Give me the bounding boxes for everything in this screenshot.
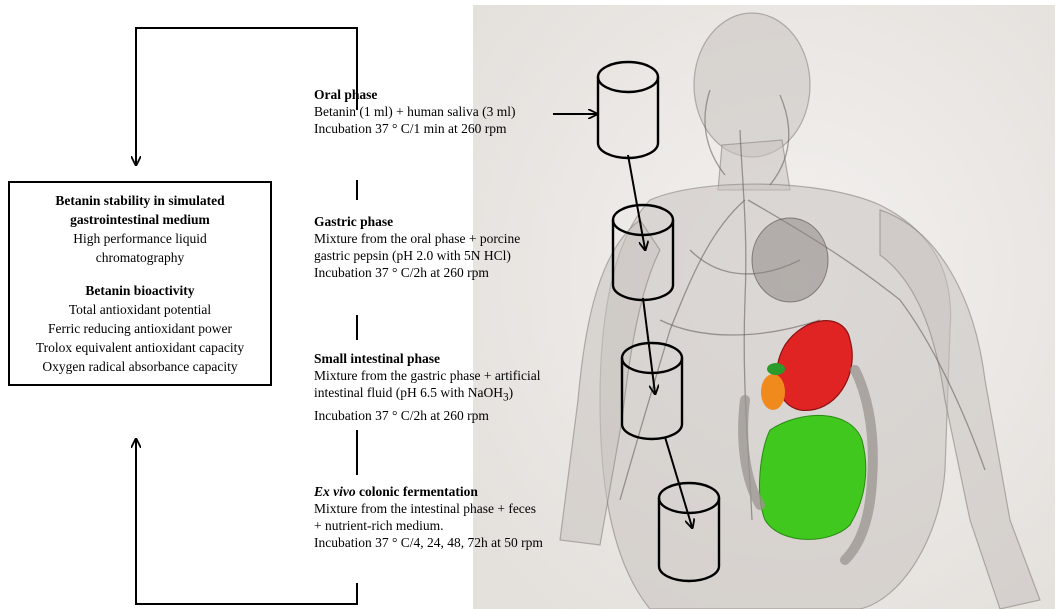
small-intestinal-phase-title: Small intestinal phase [314, 350, 541, 367]
small-intestine [760, 415, 866, 539]
heart [752, 218, 828, 302]
oral-phase-text: Oral phase Betanin (1 ml) + human saliva… [314, 86, 515, 137]
stability-method-line2: chromatography [10, 248, 270, 267]
line2-suffix: ) [509, 385, 514, 400]
small-intestinal-phase-line3: Incubation 37 ° C/2h at 260 rpm [314, 407, 541, 424]
colonic-phase-text: Ex vivo colonic fermentation Mixture fro… [314, 483, 543, 551]
colonic-phase-title: Ex vivo colonic fermentation [314, 483, 543, 500]
assay-item: Oxygen radical absorbance capacity [10, 357, 270, 376]
head [694, 13, 810, 157]
colonic-phase-line2: + nutrient-rich medium. [314, 517, 543, 534]
spacer [10, 267, 270, 281]
small-intestinal-phase-line1: Mixture from the gastric phase + artific… [314, 367, 541, 384]
assay-item: Ferric reducing antioxidant power [10, 319, 270, 338]
neck [718, 140, 790, 190]
colonic-phase-line1: Mixture from the intestinal phase + fece… [314, 500, 543, 517]
assay-item: Trolox equivalent antioxidant capacity [10, 338, 270, 357]
small-intestinal-phase-line2: intestinal fluid (pH 6.5 with NaOH3) [314, 384, 541, 407]
gastric-phase-line2: gastric pepsin (pH 2.0 with 5N HCl) [314, 247, 520, 264]
colonic-title-italic: Ex vivo [314, 484, 356, 499]
oral-phase-line2: Incubation 37 ° C/1 min at 260 rpm [314, 120, 515, 137]
summary-box: Betanin stability in simulated gastroint… [8, 181, 272, 386]
line2-prefix: intestinal fluid (pH 6.5 with NaOH [314, 385, 503, 400]
stability-heading-line1: Betanin stability in simulated [10, 191, 270, 210]
organ-orange [761, 374, 785, 410]
gastric-phase-text: Gastric phase Mixture from the oral phas… [314, 213, 520, 281]
oral-phase-title: Oral phase [314, 86, 515, 103]
colonic-title-rest: colonic fermentation [356, 484, 478, 499]
gastric-phase-line3: Incubation 37 ° C/2h at 260 rpm [314, 264, 520, 281]
small-intestinal-phase-text: Small intestinal phase Mixture from the … [314, 350, 541, 424]
bioactivity-heading: Betanin bioactivity [10, 281, 270, 300]
oral-phase-line1: Betanin (1 ml) + human saliva (3 ml) [314, 103, 515, 120]
gastric-phase-line1: Mixture from the oral phase + porcine [314, 230, 520, 247]
assay-item: Total antioxidant potential [10, 300, 270, 319]
colonic-phase-line3: Incubation 37 ° C/4, 24, 48, 72h at 50 r… [314, 534, 543, 551]
organ-green-small [767, 363, 785, 375]
gastric-phase-title: Gastric phase [314, 213, 520, 230]
stability-heading-line2: gastrointestinal medium [10, 210, 270, 229]
stability-method-line1: High performance liquid [10, 229, 270, 248]
